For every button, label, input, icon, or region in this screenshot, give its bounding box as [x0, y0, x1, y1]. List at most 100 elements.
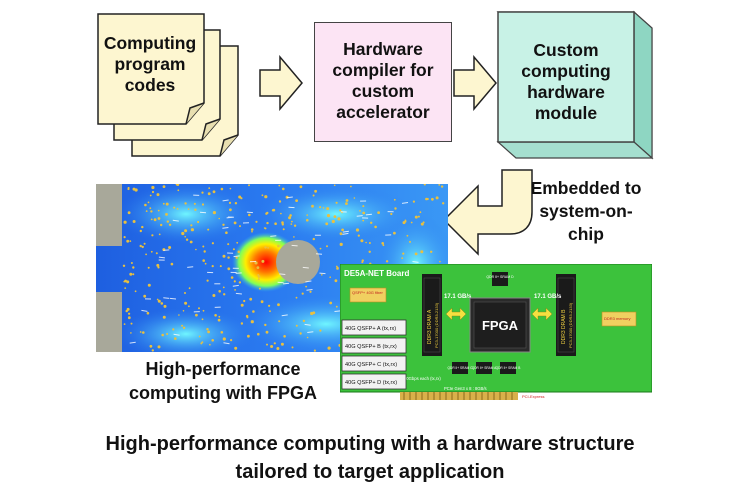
right-arrow-2 — [453, 55, 497, 111]
flow-particle — [246, 316, 249, 319]
flow-particle — [139, 331, 142, 333]
flow-particle — [360, 239, 364, 243]
flow-particle — [165, 202, 169, 206]
flow-particle — [368, 242, 371, 244]
ddr-b-label: DDR3 DRAM B — [561, 309, 567, 344]
flow-particle — [151, 234, 154, 237]
flow-particle — [173, 206, 176, 209]
flow-particle — [266, 221, 269, 225]
flow-particle — [227, 267, 231, 271]
flow-particle — [229, 208, 232, 212]
flow-streak — [169, 297, 177, 300]
flow-particle — [127, 211, 131, 215]
flow-particle — [401, 257, 404, 259]
flow-particle — [240, 303, 244, 307]
qdr-top: QDR II+ SRAM D — [486, 275, 514, 279]
flow-particle — [165, 213, 168, 216]
flow-particle — [201, 341, 204, 343]
flow-streak — [222, 227, 229, 229]
flow-particle — [129, 272, 133, 276]
flow-particle — [268, 304, 271, 307]
flow-particle — [288, 216, 292, 220]
flow-streak — [277, 281, 284, 284]
flow-particle — [162, 315, 166, 319]
de5a-net-board: DE5A-NET Board QSFP+ 40G fiber DDR3 DRAM… — [340, 264, 652, 400]
flow-particle — [126, 307, 130, 311]
flow-particle — [278, 320, 281, 323]
flow-streak — [173, 333, 180, 336]
flow-particle — [229, 187, 232, 190]
flow-particle — [150, 250, 153, 253]
flow-particle — [184, 229, 188, 233]
flow-particle — [289, 214, 292, 217]
pcie-text: PCIe Gen3 x 8 : 8GB/s — [444, 386, 487, 391]
flow-particle — [265, 330, 269, 334]
flow-particle — [295, 199, 298, 202]
flow-particle — [193, 202, 196, 205]
flow-particle — [293, 236, 295, 238]
flow-particle — [361, 261, 364, 264]
flow-particle — [291, 346, 294, 349]
flow-particle — [319, 329, 322, 332]
flow-particle — [435, 196, 439, 200]
flow-particle — [277, 244, 280, 248]
flow-particle — [195, 313, 198, 317]
flow-particle — [339, 232, 343, 236]
flow-particle — [248, 184, 250, 187]
flow-particle — [189, 240, 193, 244]
right-arrow-1 — [259, 55, 303, 111]
flow-particle — [126, 239, 130, 243]
flow-particle — [393, 231, 396, 235]
flow-particle — [194, 208, 197, 211]
flow-particle — [359, 210, 361, 212]
flow-particle — [264, 323, 267, 327]
flow-streak — [281, 314, 288, 317]
flow-particle — [198, 307, 200, 310]
flow-particle — [184, 202, 187, 205]
flow-particle — [276, 347, 280, 350]
qsfp-port — [341, 373, 407, 390]
flow-streak — [304, 323, 311, 326]
flow-particle — [212, 294, 216, 297]
flow-particle — [234, 202, 238, 205]
flow-particle — [219, 265, 222, 268]
flow-particle — [425, 197, 428, 201]
flow-particle — [132, 273, 135, 276]
flow-particle — [420, 222, 424, 226]
flow-particle — [269, 310, 271, 313]
flow-particle — [198, 335, 201, 338]
flow-particle — [156, 193, 160, 197]
flow-particle — [143, 294, 147, 298]
flow-particle — [134, 290, 137, 293]
flow-particle — [353, 197, 356, 199]
flow-particle — [337, 217, 341, 221]
flow-particle — [162, 185, 166, 188]
flow-particle — [278, 200, 282, 203]
flow-particle — [423, 184, 426, 186]
flow-particle — [195, 248, 197, 251]
flow-particle — [157, 209, 160, 212]
flow-particle — [311, 204, 314, 208]
flow-particle — [254, 261, 258, 265]
flow-streak — [342, 230, 349, 233]
flow-particle — [174, 337, 177, 340]
flow-particle — [184, 292, 186, 294]
flow-particle — [321, 274, 323, 276]
flow-particle — [256, 266, 260, 269]
flow-particle — [419, 211, 422, 214]
flow-particle — [188, 305, 190, 308]
flow-particle — [333, 215, 337, 218]
flow-particle — [390, 212, 393, 216]
flow-particle — [160, 223, 163, 227]
flow-streak — [286, 196, 293, 199]
flow-particle — [177, 189, 180, 192]
flow-particle — [230, 339, 233, 342]
hardware-compiler-label: Hardware compiler for custom accelerator — [332, 39, 434, 122]
flow-particle — [200, 342, 203, 345]
flow-particle — [295, 324, 298, 327]
flow-particle — [334, 279, 338, 283]
ddr-a-label: DDR3 DRAM A — [427, 309, 433, 344]
flow-particle — [206, 328, 209, 331]
flow-particle — [124, 287, 127, 289]
flow-particle — [381, 242, 385, 245]
